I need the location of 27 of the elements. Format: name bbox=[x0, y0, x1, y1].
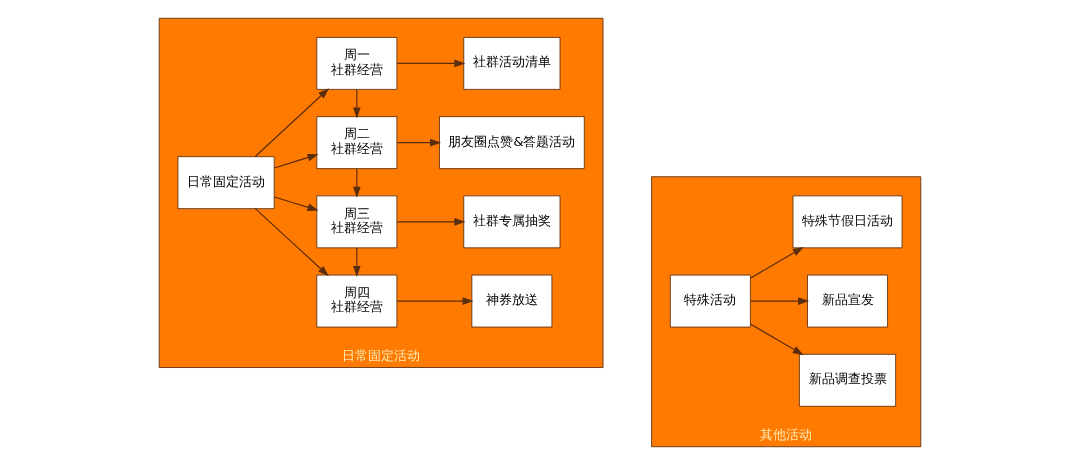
arrow bbox=[396, 138, 442, 147]
node-box: 社群专属抽奖 bbox=[463, 195, 561, 249]
arrow bbox=[353, 89, 361, 119]
node-box: 特殊节假日活动 bbox=[792, 195, 903, 249]
arrow bbox=[254, 88, 330, 158]
node-box: 新品调查投票 bbox=[798, 353, 897, 407]
node-box: 神券放送 bbox=[471, 274, 553, 328]
node-box: 朋友圈点赞&答题活动 bbox=[439, 116, 585, 170]
node-box: 周三 社群经营 bbox=[316, 195, 398, 249]
node-box: 周一 社群经营 bbox=[316, 37, 398, 90]
node-box: 日常固定活动 bbox=[177, 156, 275, 210]
node-box: 社群活动清单 bbox=[463, 37, 561, 90]
node-box: 周二 社群经营 bbox=[316, 116, 398, 170]
arrow bbox=[396, 218, 466, 226]
node-box: 周四 社群经营 bbox=[316, 274, 398, 328]
arrow bbox=[254, 208, 329, 277]
arrow bbox=[273, 153, 319, 169]
arrow bbox=[750, 247, 804, 279]
arrow bbox=[353, 247, 361, 277]
node-box: 特殊活动 bbox=[669, 274, 751, 328]
arrow bbox=[353, 168, 361, 198]
node-box: 新品宣发 bbox=[807, 274, 888, 328]
arrow bbox=[750, 297, 810, 305]
arrow bbox=[273, 196, 319, 211]
arrow bbox=[750, 323, 804, 356]
arrow bbox=[396, 59, 466, 68]
arrow bbox=[396, 297, 474, 305]
